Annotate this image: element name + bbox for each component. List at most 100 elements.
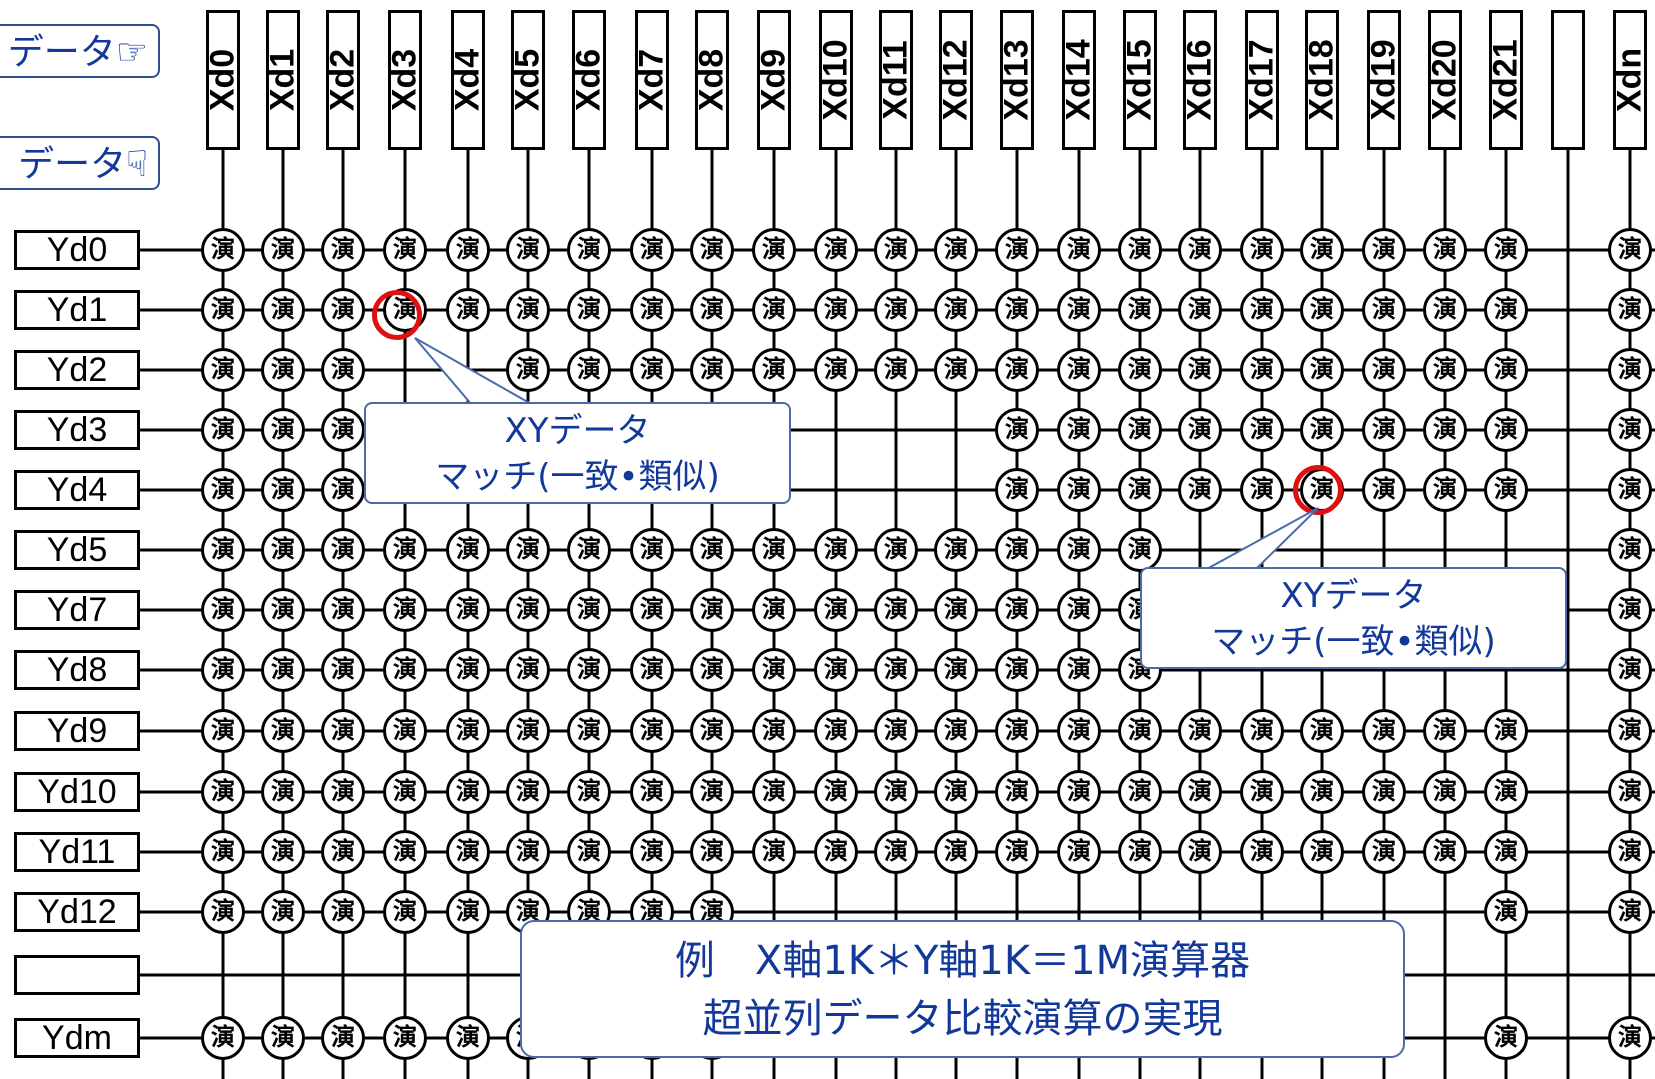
operator-node: 演 (1423, 468, 1467, 512)
operator-node: 演 (630, 348, 674, 392)
operator-node: 演 (1608, 228, 1652, 272)
operator-node: 演 (1300, 709, 1344, 753)
operator-node: 演 (446, 770, 490, 814)
x-header-xd21: Xd21 (1489, 10, 1523, 150)
operator-node: 演 (446, 588, 490, 632)
operator-node: 演 (1608, 709, 1652, 753)
operator-node: 演 (874, 770, 918, 814)
y-header-yd5: Yd5 (14, 530, 140, 570)
operator-node: 演 (1362, 288, 1406, 332)
operator-node: 演 (814, 709, 858, 753)
x-header-xd20: Xd20 (1428, 10, 1462, 150)
operator-node: 演 (1057, 830, 1101, 874)
operator-node: 演 (1240, 348, 1284, 392)
operator-node: 演 (261, 408, 305, 452)
operator-node: 演 (1608, 890, 1652, 934)
operator-node: 演 (1118, 528, 1162, 572)
x-header-xd15: Xd15 (1123, 10, 1157, 150)
operator-node: 演 (690, 830, 734, 874)
y-header-ydm: Ydm (14, 1018, 140, 1058)
operator-node: 演 (201, 1016, 245, 1060)
y-header-yd9: Yd9 (14, 711, 140, 751)
operator-node: 演 (630, 770, 674, 814)
operator-node: 演 (261, 588, 305, 632)
operator-node: 演 (1118, 770, 1162, 814)
operator-node: 演 (1178, 228, 1222, 272)
operator-node: 演 (321, 348, 365, 392)
data-down-button[interactable]: データ☟ (0, 136, 160, 190)
operator-node: 演 (383, 709, 427, 753)
operator-node: 演 (1118, 709, 1162, 753)
operator-node: 演 (1057, 468, 1101, 512)
operator-node: 演 (1484, 228, 1528, 272)
operator-node: 演 (1057, 648, 1101, 692)
operator-node: 演 (506, 228, 550, 272)
x-header-xd16: Xd16 (1183, 10, 1217, 150)
operator-node: 演 (1057, 228, 1101, 272)
operator-node: 演 (995, 408, 1039, 452)
y-header-blank (14, 955, 140, 995)
operator-node: 演 (1178, 770, 1222, 814)
x-header-xd13: Xd13 (1000, 10, 1034, 150)
x-header-xdn: Xdn (1613, 10, 1647, 150)
x-header-xd4: Xd4 (451, 10, 485, 150)
operator-node: 演 (874, 588, 918, 632)
operator-node: 演 (1178, 468, 1222, 512)
operator-node: 演 (1608, 348, 1652, 392)
operator-node: 演 (1362, 709, 1406, 753)
y-header-yd4: Yd4 (14, 470, 140, 510)
operator-node: 演 (201, 408, 245, 452)
operator-node: 演 (261, 468, 305, 512)
operator-node: 演 (1057, 288, 1101, 332)
operator-node: 演 (201, 890, 245, 934)
operator-node: 演 (383, 1016, 427, 1060)
operator-node: 演 (1484, 288, 1528, 332)
operator-node: 演 (752, 588, 796, 632)
match-highlight-1 (372, 290, 422, 340)
operator-node: 演 (261, 830, 305, 874)
operator-node: 演 (1057, 408, 1101, 452)
operator-node: 演 (1118, 228, 1162, 272)
operator-node: 演 (446, 228, 490, 272)
operator-node: 演 (630, 228, 674, 272)
operator-node: 演 (506, 348, 550, 392)
operator-node: 演 (1423, 348, 1467, 392)
operator-node: 演 (1362, 468, 1406, 512)
summary-line-2: 超並列データ比較演算の実現 (702, 996, 1223, 1042)
operator-node: 演 (321, 648, 365, 692)
operator-node: 演 (506, 709, 550, 753)
operator-node: 演 (506, 528, 550, 572)
operator-node: 演 (752, 228, 796, 272)
callout-1-title: XYデータ (504, 411, 651, 451)
operator-node: 演 (383, 890, 427, 934)
data-right-button[interactable]: データ☞ (0, 24, 160, 78)
operator-node: 演 (995, 830, 1039, 874)
operator-node: 演 (1057, 528, 1101, 572)
operator-node: 演 (446, 830, 490, 874)
operator-node: 演 (567, 830, 611, 874)
operator-node: 演 (1118, 408, 1162, 452)
operator-node: 演 (1423, 770, 1467, 814)
operator-node: 演 (1178, 830, 1222, 874)
operator-node: 演 (201, 288, 245, 332)
operator-node: 演 (1178, 348, 1222, 392)
y-header-yd7: Yd7 (14, 590, 140, 630)
operator-node: 演 (1423, 408, 1467, 452)
operator-node: 演 (934, 528, 978, 572)
operator-node: 演 (1608, 770, 1652, 814)
operator-node: 演 (814, 830, 858, 874)
operator-node: 演 (261, 228, 305, 272)
operator-node: 演 (261, 1016, 305, 1060)
operator-node: 演 (752, 288, 796, 332)
operator-node: 演 (934, 709, 978, 753)
operator-node: 演 (1423, 288, 1467, 332)
operator-node: 演 (752, 648, 796, 692)
operator-node: 演 (506, 588, 550, 632)
x-header-xd10: Xd10 (819, 10, 853, 150)
operator-node: 演 (1240, 468, 1284, 512)
operator-node: 演 (321, 770, 365, 814)
operator-node: 演 (201, 709, 245, 753)
operator-node: 演 (446, 528, 490, 572)
operator-node: 演 (1484, 1016, 1528, 1060)
operator-node: 演 (814, 288, 858, 332)
